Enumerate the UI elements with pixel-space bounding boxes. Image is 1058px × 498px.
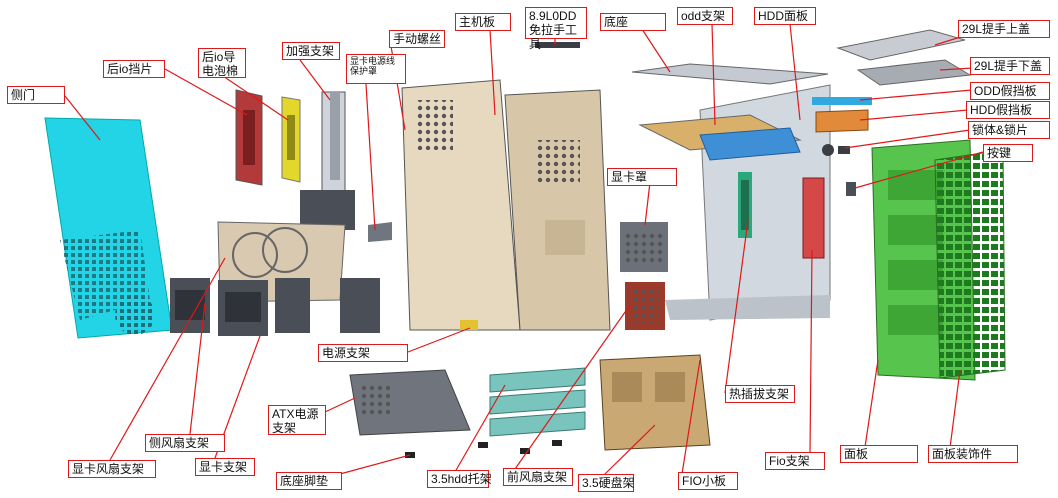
label-rear-io-foam: 后io导电泡棉 bbox=[198, 48, 246, 78]
fan-brackets-part bbox=[170, 278, 380, 336]
hdd-dummy-plate-part bbox=[815, 109, 869, 133]
gpu-cover-part bbox=[620, 222, 668, 272]
hdd-tray-part bbox=[489, 367, 586, 437]
label-gpu-psu-cable-cover: 显卡电源线保护罩 bbox=[346, 54, 406, 84]
base-part bbox=[631, 63, 831, 321]
reinforce-bracket-part bbox=[321, 91, 346, 196]
label-odd-bracket: odd支架 bbox=[677, 7, 733, 25]
handle-top-part bbox=[836, 29, 966, 61]
label-hdd-dummy-plate: HDD假挡板 bbox=[966, 101, 1050, 119]
rear-io-shield-part bbox=[235, 89, 263, 186]
label-odd-pull-tool: 8.9L0DD免拉手工具 bbox=[525, 7, 587, 51]
label-lock-body: 锁体&锁片 bbox=[968, 121, 1050, 139]
motherboard-tray-part bbox=[401, 79, 611, 331]
label-gpu-cover: 显卡罩 bbox=[607, 168, 677, 186]
label-gpu-bracket: 显卡支架 bbox=[195, 458, 255, 476]
label-side-door: 侧门 bbox=[7, 86, 65, 104]
label-atx-psu-bracket: ATX电源支架 bbox=[268, 405, 326, 435]
base-feet-part bbox=[405, 440, 562, 458]
label-fio-board: FIO小板 bbox=[678, 472, 738, 490]
label-hdd-panel: HDD面板 bbox=[754, 7, 816, 25]
odd-bracket-part bbox=[638, 114, 802, 161]
fio-board-part bbox=[738, 172, 752, 238]
label-gpu-fan-bracket: 显卡风扇支架 bbox=[68, 460, 156, 478]
odd-pull-tool-part bbox=[535, 42, 580, 48]
label-thumb-screw: 手动螺丝 bbox=[389, 30, 445, 48]
rear-io-foam-part bbox=[281, 96, 301, 183]
atx-psu-bracket-part bbox=[349, 369, 471, 436]
label-rear-io-shield: 后io挡片 bbox=[103, 60, 165, 78]
front-panel-decor-part bbox=[934, 149, 1006, 379]
label-fio-bracket: Fio支架 bbox=[765, 452, 825, 470]
label-handle-bottom-cover: 29L提手下盖 bbox=[970, 57, 1050, 75]
button-part bbox=[846, 182, 856, 196]
hdd-cage-part bbox=[599, 354, 711, 451]
fio-bracket-part bbox=[802, 177, 825, 259]
label-hdd-tray-35: 3.5hdd托架 bbox=[427, 470, 492, 488]
front-fan-bracket-part bbox=[625, 282, 665, 330]
side-door-part bbox=[44, 117, 173, 339]
label-handle-top-cover: 29L提手上盖 bbox=[958, 20, 1050, 38]
label-button: 按键 bbox=[983, 144, 1033, 162]
odd-dummy-plate-part bbox=[812, 97, 872, 105]
label-side-fan-bracket: 侧风扇支架 bbox=[145, 434, 225, 452]
label-base: 底座 bbox=[600, 13, 666, 31]
label-hot-swap-bracket: 热插拔支架 bbox=[725, 385, 795, 403]
label-front-panel-decor: 面板装饰件 bbox=[928, 445, 1018, 463]
label-odd-dummy-plate: ODD假挡板 bbox=[970, 82, 1050, 100]
label-motherboard-tray: 主机板 bbox=[455, 13, 511, 31]
lock-part bbox=[822, 144, 850, 156]
label-base-foot: 底座脚垫 bbox=[276, 472, 342, 490]
label-psu-bracket: 电源支架 bbox=[318, 344, 408, 362]
gpu-psu-cover-part bbox=[300, 190, 392, 242]
label-reinforce-bracket: 加强支架 bbox=[282, 42, 340, 60]
label-front-panel: 面板 bbox=[840, 445, 918, 463]
handle-bottom-part bbox=[856, 59, 972, 86]
label-hdd-cage-35: 3.5硬盘架 bbox=[578, 474, 635, 492]
label-front-fan-bracket: 前风扇支架 bbox=[503, 468, 573, 486]
